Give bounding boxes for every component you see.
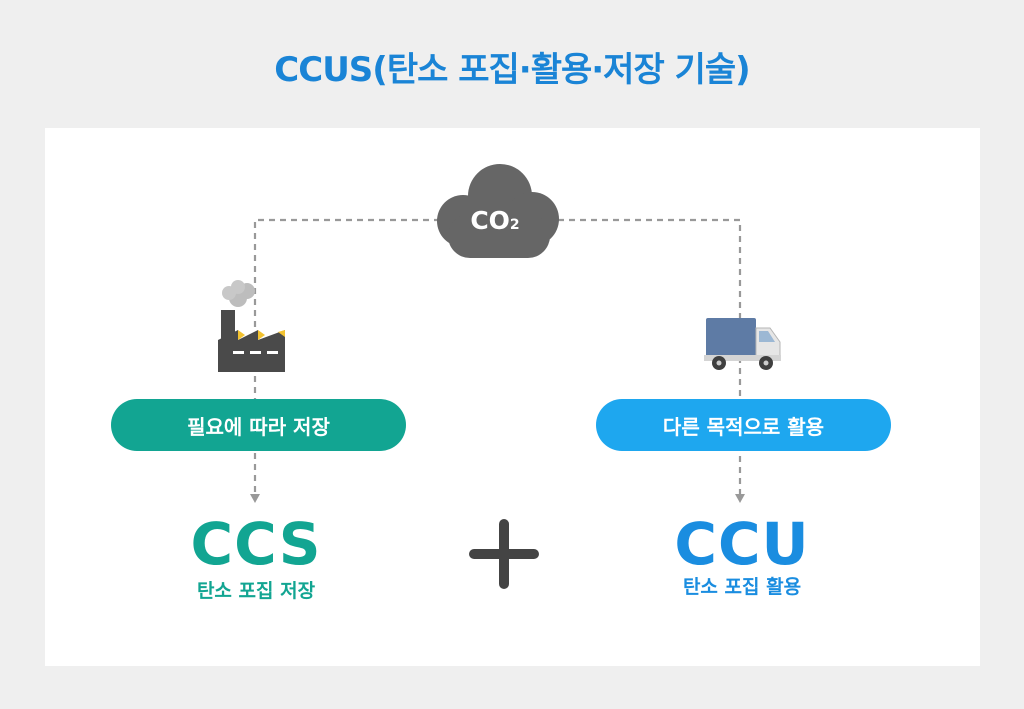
ccu-subtitle: 탄소 포집 활용 (682, 576, 802, 598)
arrow-head-left (250, 494, 260, 503)
factory-icon (218, 280, 285, 372)
truck-icon (704, 318, 781, 370)
ccu-heading: CCU (674, 510, 810, 578)
store-as-needed-pill: 필요에 따라 저장 (111, 399, 406, 451)
cloud-icon (437, 164, 559, 258)
utilize-other-purpose-pill: 다른 목적으로 활용 (596, 399, 891, 451)
arrow-head-right (735, 494, 745, 503)
ccs-subtitle: 탄소 포집 저장 (196, 580, 316, 602)
plus-icon (469, 519, 539, 589)
co2-label: CO2 (470, 206, 520, 235)
page-title: CCUS(탄소 포집·활용·저장 기술) (274, 50, 750, 90)
ccs-heading: CCS (190, 510, 322, 578)
